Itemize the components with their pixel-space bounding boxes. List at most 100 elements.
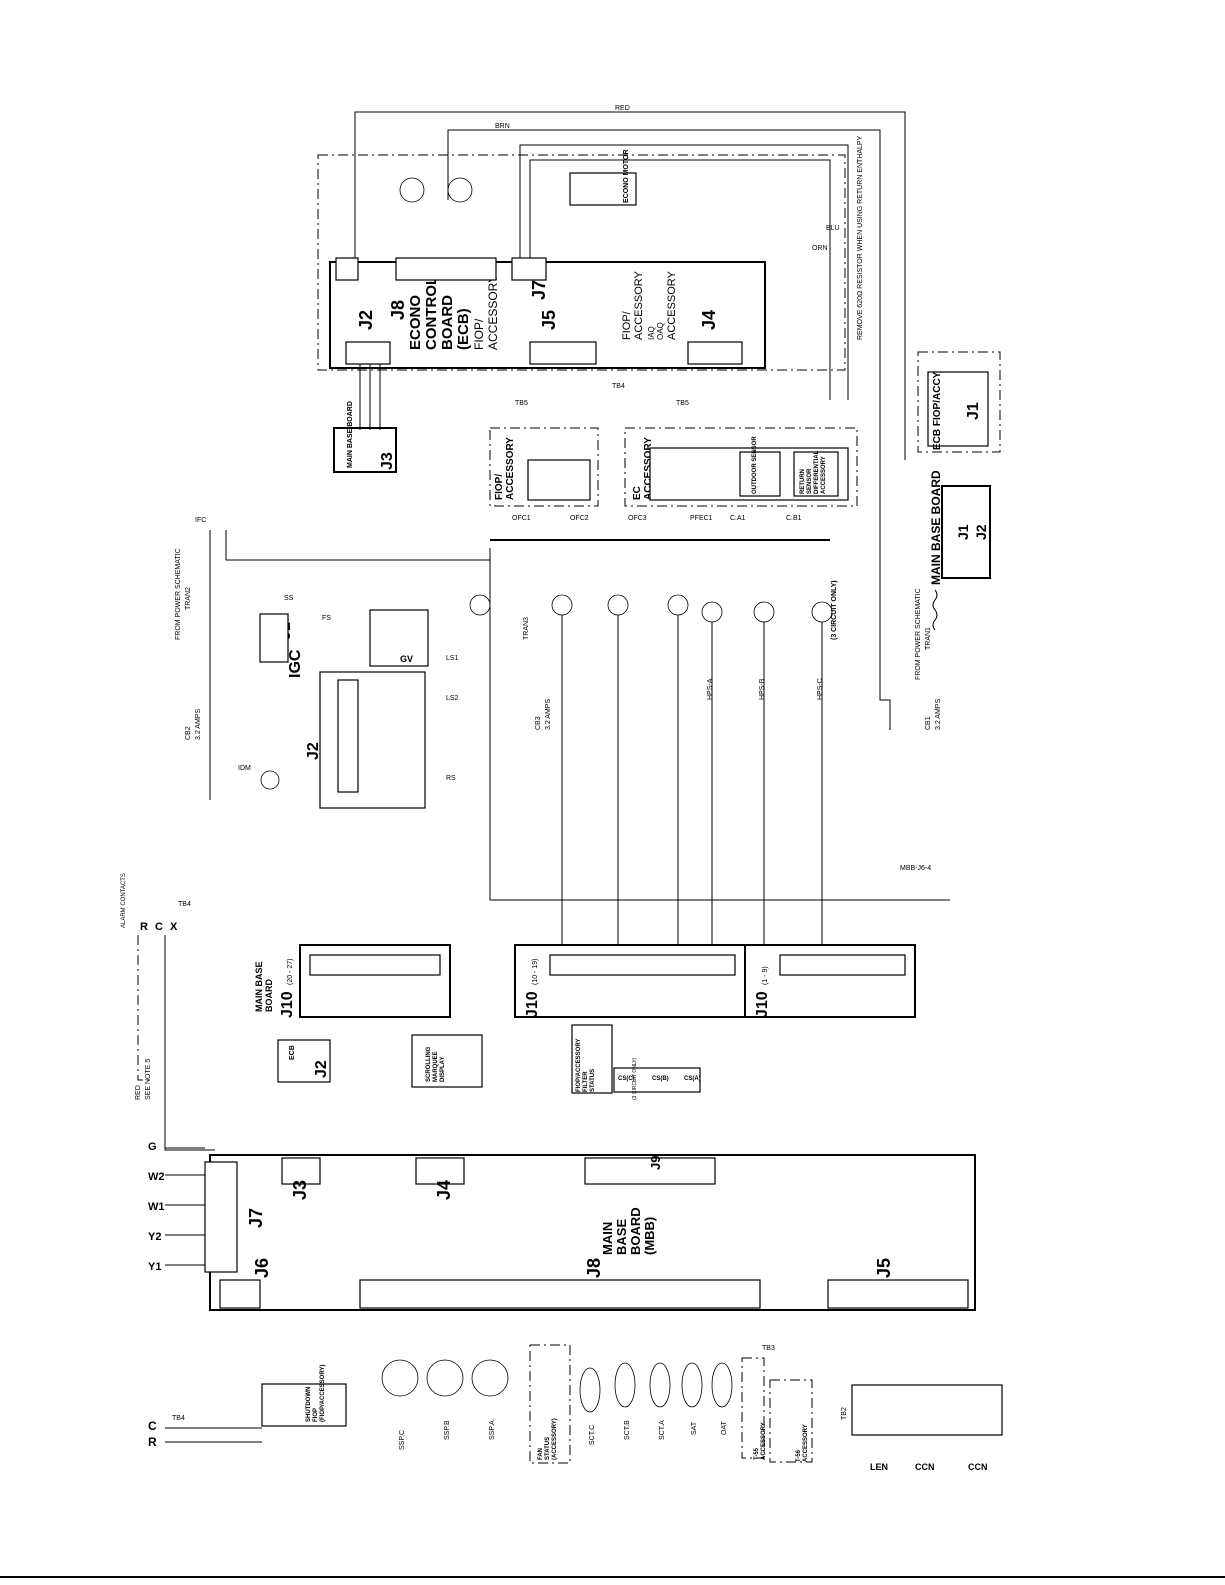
comp-c1-icon xyxy=(811,601,833,623)
filter-line2: FILTER xyxy=(583,1071,589,1092)
hps-c-label: HPS-C xyxy=(817,678,824,700)
mbb-main-line3: BOARD xyxy=(628,1207,643,1255)
fan-status-line2: STATUS xyxy=(545,1437,551,1460)
mbb-right-j2: J2 xyxy=(973,524,989,540)
ofc2-label: OFC2 xyxy=(570,515,589,522)
j10-right-title: J10 xyxy=(754,991,771,1018)
comp-a1-icon xyxy=(701,601,723,623)
fan-compressor-bus: OFC1 OFC2 OFC3 PFEC1 C.A1 C.B1 (3 CIRCUI… xyxy=(469,515,950,945)
ls1-label: LS1 xyxy=(446,655,459,662)
thermostat-w1: W1 xyxy=(148,1201,165,1213)
econo-j7-connector xyxy=(511,257,547,281)
tran1-label: TRAN1 xyxy=(925,627,932,650)
j10-blocks: J10 (20 - 27) MAIN BASE BOARD J10 (10 - … xyxy=(254,944,916,1018)
mbb-main-block: J7 J3 J4 MAIN BASE BOARD (MBB) J9 J6 J8 … xyxy=(148,1141,976,1311)
sct-b-sensor-icon xyxy=(614,1362,636,1408)
t56-line2: ACCESSORY xyxy=(803,1424,809,1462)
hps-a-label: HPS-A xyxy=(707,678,714,700)
rs-label: RS xyxy=(446,775,456,782)
mbb-right-box xyxy=(941,485,991,579)
thermostat-g: G xyxy=(148,1141,157,1153)
fiop-iaq-line4: OAQ xyxy=(656,322,665,340)
bottom-c-terminal: C xyxy=(148,1419,157,1433)
cb3-label: CB3 xyxy=(535,716,542,730)
fan-status-outline xyxy=(529,1344,571,1464)
ec-accessory-line1: EC xyxy=(632,486,643,500)
mbb-j10-line2: BOARD xyxy=(264,979,274,1012)
fan-motor-1-icon xyxy=(399,177,425,203)
brn-wire-top xyxy=(447,129,881,370)
red-wire-right xyxy=(879,370,891,730)
ofc1-label: OFC1 xyxy=(512,515,531,522)
filter-line3: STATUS xyxy=(590,1069,596,1092)
fiop-iaq-line2: ACCESSORY xyxy=(633,270,645,340)
ec-accessory-outline xyxy=(624,427,858,507)
econo-outline xyxy=(317,154,846,371)
cs-b-label: CS(B) xyxy=(652,1076,669,1082)
fan-motor-2-icon xyxy=(447,177,473,203)
alarm-contacts: ALARM CONTACTS xyxy=(121,873,127,928)
ssp-c-sensor-icon xyxy=(381,1359,419,1397)
ss-label: SS xyxy=(284,595,294,602)
mid-accessories: ECB J2 SCROLLING MARQUEE DISPLAY FIOP/AC… xyxy=(277,1024,701,1100)
t56-outline xyxy=(769,1379,813,1463)
cb1-rating: 3.2 AMPS xyxy=(935,699,942,730)
mbb-main-line1: MAIN xyxy=(600,1222,615,1255)
right-blocks: ECB FIOP/ACCY J1 MAIN BASE BOARD J1 J2 F… xyxy=(915,351,1001,730)
j10-left-box xyxy=(299,944,451,1018)
j10-mid-pins xyxy=(549,954,736,976)
fiop-iaq-line3: IAQ xyxy=(647,326,656,340)
page-footer-rule xyxy=(0,1576,1225,1578)
mbb-j7-terminal xyxy=(204,1161,238,1273)
filter-line1: FIOP/ACCESSORY xyxy=(576,1039,582,1092)
ecb-j2-box xyxy=(277,1039,331,1083)
thermostat-wires xyxy=(165,1147,205,1266)
econo-board-line1: ECONO xyxy=(407,295,424,350)
econo-j4-connector xyxy=(687,341,743,365)
econo-j2-connector xyxy=(345,341,391,365)
mbb-j3-wires xyxy=(359,364,381,430)
mbb-right-label: MAIN BASE BOARD xyxy=(929,470,943,585)
j10-right-sub: (1 - 9) xyxy=(762,966,769,985)
comp-b1-icon xyxy=(753,601,775,623)
shutdown-line3: (FIOP/ACCESSORY) xyxy=(320,1365,326,1422)
fiop-filter-box xyxy=(571,1024,613,1094)
thermostat-y2: Y2 xyxy=(148,1231,161,1243)
ls2-label: LS2 xyxy=(446,695,459,702)
fiop-small-line1: FIOP/ xyxy=(494,474,505,500)
sct-c-label: SCT.C xyxy=(589,1425,596,1445)
mbb-j3-block: MAIN BASE BOARD J3 xyxy=(333,364,397,473)
ecb-j2-conn: J2 xyxy=(313,1060,330,1078)
igc-j2-connector xyxy=(337,679,359,793)
thermostat-w2: W2 xyxy=(148,1171,165,1183)
mbb-j6-4-label: MBB-J6-4 xyxy=(900,865,931,872)
cb1-label: CB1 xyxy=(925,716,932,730)
ca1-label: C.A1 xyxy=(730,515,746,522)
red-return-wire xyxy=(489,548,950,901)
mbb-j3-title: MAIN BASE BOARD xyxy=(347,401,354,468)
econo-board-line4: (ECB) xyxy=(455,308,472,350)
mbb-j8-label: J8 xyxy=(584,1258,604,1278)
comp-drop-wires xyxy=(561,615,823,945)
ofc2-fan-icon xyxy=(607,594,629,616)
ssp-a-label: SSP.A xyxy=(489,1420,496,1440)
t55-line2: ACCESSORY xyxy=(761,1422,767,1460)
wire-label-red-top: RED xyxy=(615,105,630,112)
mbb-j4-connector xyxy=(415,1157,465,1185)
tb5-label-right: TB5 xyxy=(676,400,689,407)
wire-label-orn: ORN xyxy=(812,245,828,252)
t55-line1: T-55 xyxy=(754,1447,760,1460)
sct-a-label: SCT.A xyxy=(659,1420,666,1440)
econo-j8-label: J8 xyxy=(388,300,408,320)
pfec1-label: PFEC1 xyxy=(690,515,713,522)
oat-sensor-icon xyxy=(711,1362,733,1408)
tb4-label-mid: TB4 xyxy=(612,383,625,390)
comp-c1-note: (3 CIRCUIT ONLY) xyxy=(831,580,838,640)
igc-box xyxy=(319,671,426,809)
tb4-top-c: C xyxy=(155,921,163,933)
mbb-j3-box xyxy=(333,427,397,473)
mbb-j7-label: J7 xyxy=(246,1208,266,1228)
ssp-b-sensor-icon xyxy=(426,1359,464,1397)
outdoor-sensor-label: OUTDOOR SENSOR xyxy=(752,436,758,494)
wire-label-blu: BLU xyxy=(826,225,840,232)
